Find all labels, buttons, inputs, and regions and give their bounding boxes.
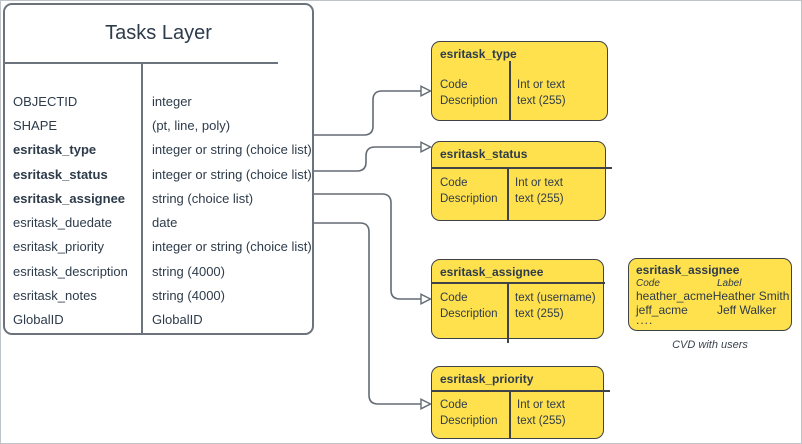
cvd-box-esritask-assignee: esritask_assignee Code Label heather_acm… (628, 258, 792, 331)
field-name: Code (440, 79, 468, 91)
field-type: integer (152, 93, 192, 109)
domain-box-title: esritask_type (440, 47, 517, 61)
tasks-layer-table: Tasks Layer OBJECTID integer SHAPE (pt, li… (3, 3, 314, 335)
field-name: esritask_status (13, 166, 108, 182)
table-row: esritask_priority integer or string (choi… (5, 235, 312, 259)
arrowhead-esritask-priority (420, 398, 433, 410)
field-name: Description (440, 192, 498, 205)
cvd-label: Heather Smith (712, 289, 790, 303)
field-name: esritask_type (13, 142, 97, 158)
field-type: Int or text (515, 177, 563, 189)
domain-box-divider (507, 282, 509, 343)
field-type: date (152, 215, 178, 231)
table-row: GlobalID GlobalID (5, 308, 312, 332)
connector-esritask-type (314, 90, 421, 136)
domain-box-fields: Code Description (440, 176, 498, 207)
table-row: esritask_notes string (4000) (5, 283, 312, 307)
field-name: esritask_priority (13, 239, 105, 255)
field-type: Int or text (517, 399, 565, 411)
domain-box-title: esritask_priority (440, 372, 534, 386)
field-list: OBJECTID integer SHAPE (pt, line, poly) es… (5, 89, 312, 332)
cvd-column-headers: Code Label (636, 278, 787, 289)
domain-box-title-rule (431, 390, 610, 392)
cvd-code: jeff_acme (636, 303, 688, 317)
cvd-header-label: Label (717, 278, 742, 289)
domain-box-esritask-priority: esritask_priority Code Description Int o… (431, 366, 610, 439)
domain-box-fields: Code Description (440, 78, 498, 109)
field-name: Code (440, 292, 468, 304)
domain-box-title: esritask_status (440, 147, 528, 161)
field-type: string (4000) (152, 288, 225, 304)
table-row: esritask_assignee string (choice list) (5, 186, 312, 210)
table-row: esritask_status integer or string (choice… (5, 162, 312, 186)
domain-box-esritask-status: esritask_status Code Description Int or … (431, 141, 612, 221)
domain-box-types: text (username) text (255) (515, 291, 596, 322)
field-type: Int or text (517, 79, 565, 91)
connector-esritask-priority (314, 222, 421, 405)
domain-box-esritask-type: esritask_type Code Description Int or te… (431, 41, 608, 121)
domain-box-title-rule (431, 167, 612, 169)
domain-box-title: esritask_assignee (440, 265, 544, 279)
table-row: OBJECTID integer (5, 89, 312, 113)
tasks-layer-title: Tasks Layer (105, 22, 212, 44)
field-type: string (4000) (152, 263, 225, 279)
domain-box-esritask-assignee: esritask_assignee Code Description text … (431, 259, 605, 343)
domain-box-divider (507, 167, 509, 220)
domain-box-title-rule (431, 282, 605, 284)
field-name: SHAPE (13, 117, 58, 133)
field-type: (pt, line, poly) (152, 117, 231, 133)
domain-box-types: Int or text text (255) (517, 398, 566, 429)
field-name: OBJECTID (13, 93, 78, 109)
arrowhead-esritask-assignee (420, 293, 433, 305)
domain-box-types: Int or text text (255) (517, 78, 566, 109)
connector-esritask-assignee (314, 193, 421, 300)
field-name: Description (440, 414, 498, 427)
cvd-row: jeff_acme Jeff Walker (636, 303, 787, 317)
arrowhead-esritask-status (420, 141, 433, 153)
cvd-caption: CVD with users (672, 339, 748, 351)
cvd-label: Jeff Walker (717, 303, 777, 317)
field-type: text (username) (515, 292, 596, 304)
field-name: esritask_assignee (13, 190, 126, 206)
domain-box-fields: Code Description (440, 291, 498, 322)
field-type: integer or string (choice list) (152, 239, 312, 255)
domain-box-divider (509, 61, 511, 120)
field-name: esritask_description (13, 263, 128, 279)
field-type: GlobalID (152, 312, 203, 328)
field-type: text (255) (515, 192, 564, 205)
domain-box-fields: Code Description (440, 398, 498, 429)
cvd-code: heather_acme (636, 289, 713, 303)
field-type: string (choice list) (152, 190, 254, 206)
field-type: text (255) (517, 414, 566, 427)
cvd-ellipsis: .... (636, 313, 654, 327)
field-name: Description (440, 307, 498, 320)
cvd-row: heather_acme Heather Smith (636, 289, 790, 303)
field-type: integer or string (choice list) (152, 142, 312, 158)
arrowhead-esritask-type (420, 85, 433, 97)
table-row: SHAPE (pt, line, poly) (5, 113, 312, 137)
table-row: esritask_description string (4000) (5, 259, 312, 283)
field-name: Description (440, 94, 498, 107)
field-name: GlobalID (13, 312, 64, 328)
field-name: esritask_duedate (13, 215, 113, 231)
table-row: esritask_duedate date (5, 210, 312, 234)
table-row: esritask_type integer or string (choice l… (5, 138, 312, 162)
cvd-header-code: Code (636, 278, 660, 289)
field-type: text (255) (517, 94, 566, 107)
domain-box-divider (509, 390, 511, 438)
connector-esritask-status (314, 146, 421, 172)
field-name: Code (440, 399, 468, 411)
field-name: esritask_notes (13, 288, 97, 304)
field-name: Code (440, 177, 468, 189)
column-divider-line (141, 62, 143, 333)
cvd-box-title: esritask_assignee (636, 263, 740, 277)
field-type: integer or string (choice list) (152, 166, 312, 182)
field-type: text (255) (515, 307, 564, 320)
domain-box-types: Int or text text (255) (515, 176, 564, 207)
